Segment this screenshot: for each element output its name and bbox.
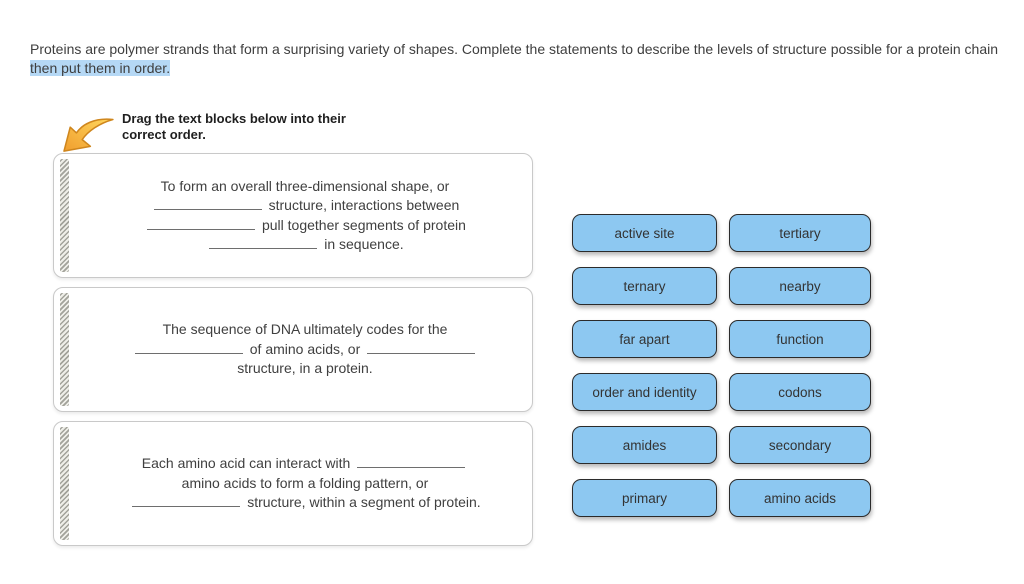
word-tile[interactable]: ternary: [572, 267, 717, 305]
blank-slot[interactable]: [134, 340, 243, 354]
word-tile[interactable]: active site: [572, 214, 717, 252]
blank-slot[interactable]: [132, 494, 241, 508]
drag-handle-icon[interactable]: [60, 293, 69, 406]
statement-line: To form an overall three-dimensional sha…: [90, 177, 520, 197]
statement-text: To form an overall three-dimensional sha…: [90, 177, 520, 255]
statement-fragment: To form an overall three-dimensional sha…: [160, 177, 450, 194]
drag-handle-icon[interactable]: [60, 427, 69, 540]
blank-slot[interactable]: [367, 340, 476, 354]
statement-card[interactable]: Each amino acid can interact with amino …: [53, 421, 533, 546]
statement-line: The sequence of DNA ultimately codes for…: [90, 320, 520, 340]
statement-line: structure, in a protein.: [90, 359, 520, 379]
word-tile[interactable]: nearby: [729, 267, 871, 305]
statement-fragment: structure, within a segment of protein.: [243, 494, 481, 511]
word-tile[interactable]: codons: [729, 373, 871, 411]
drag-handle-icon[interactable]: [60, 159, 69, 272]
blank-slot[interactable]: [147, 216, 256, 230]
blank-slot[interactable]: [153, 197, 262, 210]
statement-fragment: structure, interactions between: [264, 197, 460, 213]
statement-fragment: pull together segments of protein: [258, 216, 466, 233]
drag-instruction: Drag the text blocks below into their co…: [122, 111, 346, 142]
intro-text-plain: Proteins are polymer strands that form a…: [30, 41, 999, 57]
blank-slot[interactable]: [357, 455, 466, 469]
word-tile[interactable]: order and identity: [572, 373, 717, 411]
statement-text: Each amino acid can interact with amino …: [90, 454, 520, 513]
word-tile[interactable]: amino acids: [729, 479, 871, 517]
statement-line: in sequence.: [90, 235, 520, 255]
statement-fragment: The sequence of DNA ultimately codes for…: [162, 321, 448, 338]
statement-card[interactable]: The sequence of DNA ultimately codes for…: [53, 287, 533, 412]
word-tile[interactable]: function: [729, 320, 871, 358]
word-bank: active site tertiary ternary nearby far apar…: [572, 214, 871, 517]
word-tile[interactable]: far apart: [572, 320, 717, 358]
statement-line: structure, interactions between: [90, 196, 520, 216]
statement-card[interactable]: To form an overall three-dimensional sha…: [53, 153, 533, 278]
statement-text: The sequence of DNA ultimately codes for…: [90, 320, 520, 379]
statement-list: To form an overall three-dimensional sha…: [53, 153, 533, 555]
statement-line: Each amino acid can interact with: [90, 454, 520, 474]
statement-fragment: structure, in a protein.: [237, 360, 373, 377]
statement-fragment: of amino acids, or: [245, 340, 365, 357]
word-tile[interactable]: amides: [572, 426, 717, 464]
blank-slot[interactable]: [209, 236, 318, 249]
statement-fragment: in sequence.: [320, 236, 404, 252]
word-tile[interactable]: secondary: [729, 426, 871, 464]
intro-text: Proteins are polymer strands that form a…: [30, 40, 1020, 78]
statement-line: structure, within a segment of protein.: [90, 493, 520, 513]
curved-arrow-icon: [63, 118, 114, 152]
statement-fragment: Each amino acid can interact with: [141, 455, 355, 472]
statement-fragment: amino acids to form a folding pattern, o…: [181, 474, 429, 491]
statement-line: pull together segments of protein: [90, 216, 520, 236]
statement-line: of amino acids, or: [90, 340, 520, 360]
statement-line: amino acids to form a folding pattern, o…: [90, 474, 520, 494]
word-tile[interactable]: primary: [572, 479, 717, 517]
intro-text-highlighted: then put them in order.: [30, 60, 171, 76]
word-tile[interactable]: tertiary: [729, 214, 871, 252]
